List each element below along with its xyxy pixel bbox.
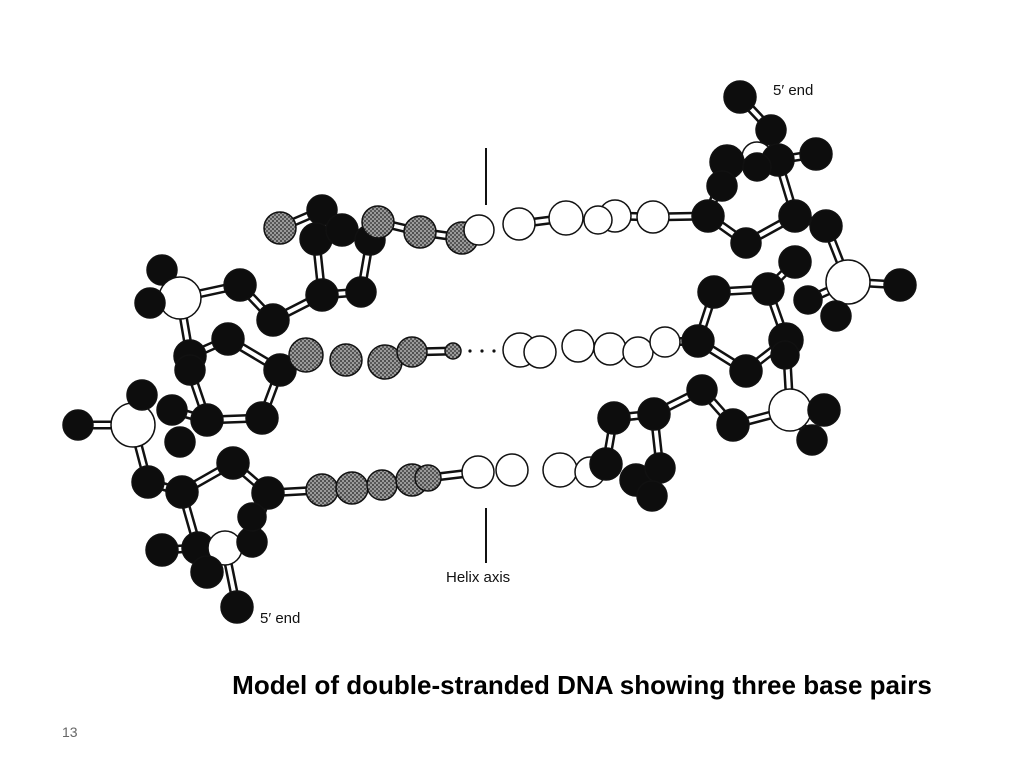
atom-layer (62, 80, 917, 624)
dark-atom (216, 446, 250, 480)
dark-atom (793, 285, 823, 315)
light-atom (593, 332, 627, 366)
dark-atom (799, 137, 833, 171)
dark-atom (597, 401, 631, 435)
dark-atom (325, 213, 359, 247)
dark-atom (686, 374, 718, 406)
dark-atom (723, 80, 757, 114)
dark-atom (681, 324, 715, 358)
dark-atom (755, 114, 787, 146)
dark-atom (190, 403, 224, 437)
dark-atom (305, 278, 339, 312)
light-atom (583, 205, 613, 235)
light-atom (502, 207, 536, 241)
light-atom (542, 452, 578, 488)
dark-atom (778, 199, 812, 233)
light-atom (110, 402, 156, 448)
dark-atom (742, 152, 772, 182)
dark-atom (263, 353, 297, 387)
dark-atom (345, 276, 377, 308)
slide-number: 13 (62, 724, 78, 740)
dark-atom (146, 254, 178, 286)
light-atom (461, 455, 495, 489)
dark-atom (220, 590, 254, 624)
helix-axis-label: Helix axis (446, 569, 511, 586)
light-atom (523, 335, 557, 369)
stippled-atom (366, 469, 398, 501)
dark-atom (730, 227, 762, 259)
dark-atom (164, 426, 196, 458)
dark-atom (131, 465, 165, 499)
dark-atom (245, 401, 279, 435)
dark-atom (190, 555, 224, 589)
dark-atom (691, 199, 725, 233)
light-atom (548, 200, 584, 236)
dark-atom (211, 322, 245, 356)
light-atom (158, 276, 202, 320)
stippled-atom (335, 471, 369, 505)
dark-atom (697, 275, 731, 309)
hydrogen-bond-dot (480, 349, 484, 353)
stippled-atom (396, 336, 428, 368)
stippled-atom (329, 343, 363, 377)
dark-atom (807, 393, 841, 427)
dark-atom (174, 354, 206, 386)
dark-atom (251, 476, 285, 510)
stippled-atom (361, 205, 395, 239)
dark-atom (716, 408, 750, 442)
dark-atom (62, 409, 94, 441)
dark-atom (770, 340, 800, 370)
dark-atom (156, 394, 188, 426)
dark-atom (145, 533, 179, 567)
dark-atom (809, 209, 843, 243)
dark-atom (126, 379, 158, 411)
hydrogen-bond-dot (468, 349, 472, 353)
dark-atom (223, 268, 257, 302)
dark-atom (237, 502, 267, 532)
stippled-atom (305, 473, 339, 507)
dark-atom (637, 397, 671, 431)
dark-atom (165, 475, 199, 509)
hydrogen-bond-dot (492, 349, 496, 353)
stippled-atom (444, 342, 462, 360)
dark-atom (820, 300, 852, 332)
stippled-atom (414, 464, 442, 492)
dark-atom (729, 354, 763, 388)
dark-atom (644, 452, 676, 484)
dark-atom (778, 245, 812, 279)
dark-atom (134, 287, 166, 319)
stippled-atom (263, 211, 297, 245)
dark-atom (706, 170, 738, 202)
light-atom (463, 214, 495, 246)
light-atom (622, 336, 654, 368)
dark-atom (589, 447, 623, 481)
stippled-atom (288, 337, 324, 373)
light-atom (649, 326, 681, 358)
light-atom (825, 259, 871, 305)
figure-caption: Model of double-stranded DNA showing thr… (232, 670, 932, 700)
light-atom (561, 329, 595, 363)
light-atom (495, 453, 529, 487)
dark-atom (796, 424, 828, 456)
dark-atom (636, 480, 668, 512)
dark-atom (256, 303, 290, 337)
light-atom (636, 200, 670, 234)
dark-atom (751, 272, 785, 306)
five-prime-end-label-top: 5′ end (773, 82, 814, 99)
dark-atom (883, 268, 917, 302)
five-prime-end-label-bottom: 5′ end (260, 610, 301, 627)
stippled-atom (403, 215, 437, 249)
light-atom (768, 388, 812, 432)
